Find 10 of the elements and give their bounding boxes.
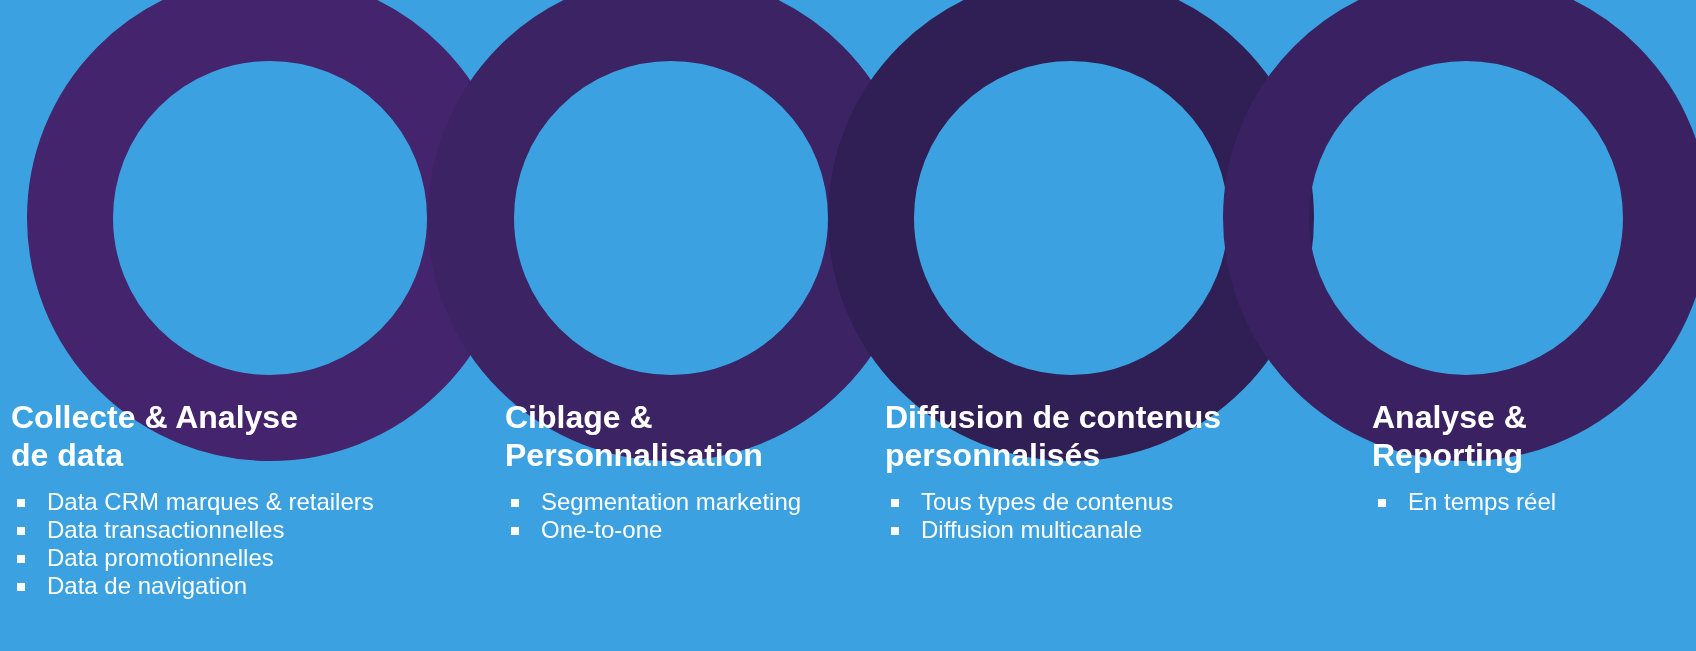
bullet-item: Diffusion multicanale	[885, 516, 1325, 544]
bullet-item: Data transactionnelles	[11, 516, 471, 544]
bullet-item: Data promotionnelles	[11, 544, 471, 572]
bullet-item: Data CRM marques & retailers	[11, 488, 471, 516]
bullet-item: Tous types de contenus	[885, 488, 1325, 516]
bullet-item: Data de navigation	[11, 572, 471, 600]
stage-heading: Collecte & Analyse de data	[11, 398, 299, 474]
bullet-item: One-to-one	[505, 516, 875, 544]
bullet-item: En temps réel	[1372, 488, 1672, 516]
bullet-item: Segmentation marketing	[505, 488, 875, 516]
